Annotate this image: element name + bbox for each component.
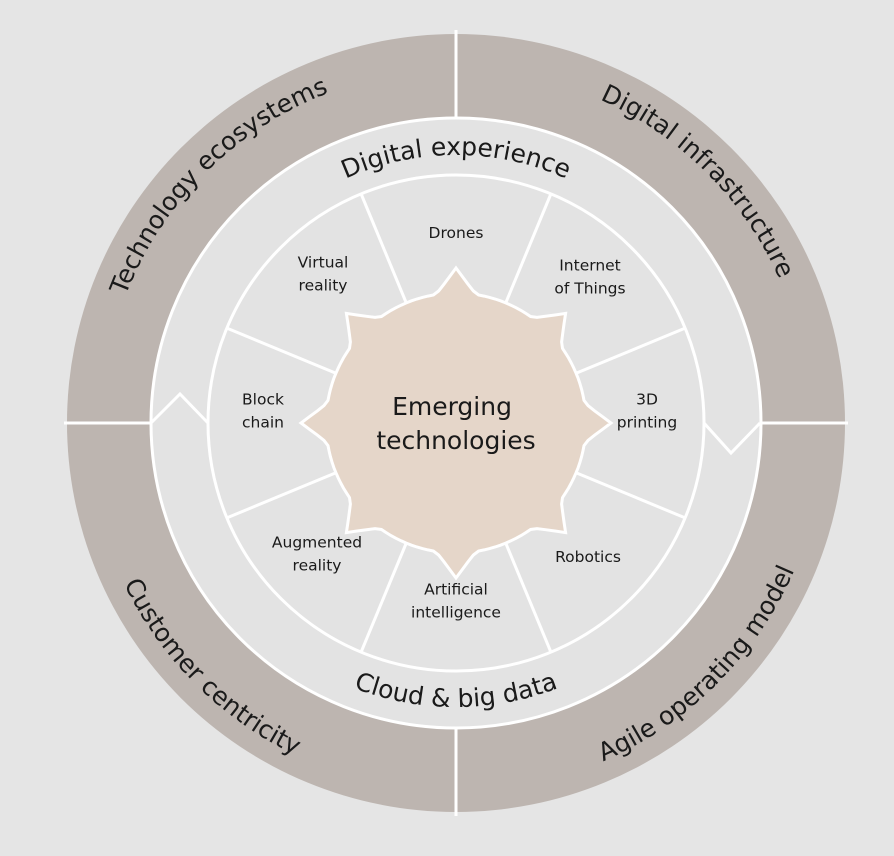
outer-ring-dividers <box>64 30 848 816</box>
segment-divider <box>573 470 686 520</box>
right-chevron-arrow <box>702 421 762 456</box>
segment-label: Drones <box>429 224 484 242</box>
segment-divider <box>503 193 553 306</box>
segment-divider <box>503 540 553 653</box>
segment-divider <box>226 470 339 520</box>
segment-divider <box>573 326 686 376</box>
segment-dividers <box>226 193 686 653</box>
center-label: Emerging technologies <box>376 392 535 455</box>
segment-divider <box>226 326 339 376</box>
segment-divider <box>359 193 409 306</box>
center-star <box>298 265 614 581</box>
center-circle <box>298 265 614 581</box>
segment-label: Robotics <box>555 548 621 566</box>
left-chevron-arrow <box>149 391 210 425</box>
segment-divider <box>359 540 409 653</box>
